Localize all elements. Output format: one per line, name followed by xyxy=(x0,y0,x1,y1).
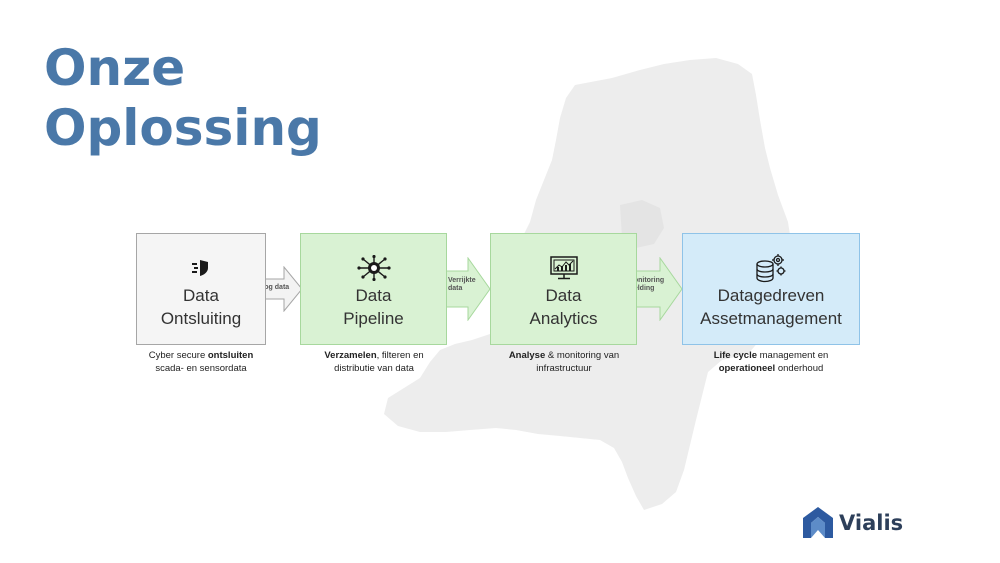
caption-data-ontsluiting: Cyber secure ontsluiten scada- en sensor… xyxy=(148,350,254,374)
title-line-2: Oplossing xyxy=(44,99,322,157)
title-line-1: Onze xyxy=(44,39,186,97)
monitor-chart-icon xyxy=(549,256,579,280)
network-hub-icon xyxy=(356,255,391,281)
shield-icon xyxy=(191,256,211,280)
arrow-label-1: Log data xyxy=(260,284,290,291)
flow-arrow-1 xyxy=(264,266,303,312)
database-gear-icon xyxy=(754,254,788,283)
page-title: Onze Oplossing xyxy=(44,38,322,158)
caption-data-pipeline: Verzamelen, filteren en distributie van … xyxy=(324,350,424,374)
caption-data-analytics: Analyse & monitoring van infrastructuur xyxy=(508,350,620,374)
vialis-logo-mark xyxy=(803,507,833,538)
vialis-logo: Vialis xyxy=(801,506,903,540)
flow-arrow-2 xyxy=(446,257,491,321)
caption-assetmanagement: Life cycle management en operationeel on… xyxy=(713,350,829,374)
flow-arrow-3 xyxy=(636,257,683,321)
vialis-logo-text: Vialis xyxy=(839,511,904,535)
